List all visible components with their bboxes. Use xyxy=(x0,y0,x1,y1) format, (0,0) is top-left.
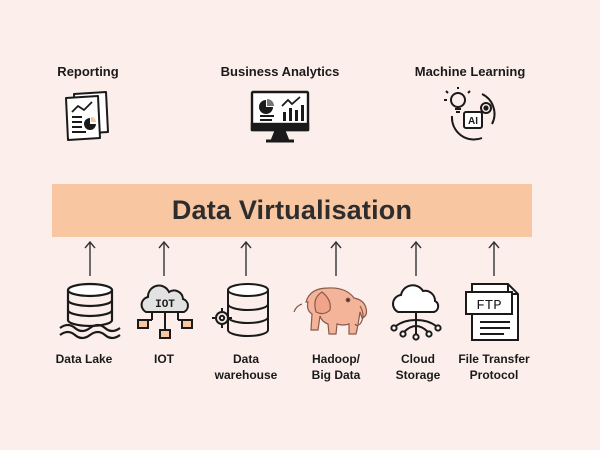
iot-badge-text: IOT xyxy=(155,299,175,311)
source-label-line: Data xyxy=(232,352,259,366)
source-label-data-lake: Data Lake xyxy=(29,351,139,367)
arrow-cloud-storage xyxy=(410,240,422,276)
source-label-data-warehouse: Data warehouse xyxy=(191,351,301,383)
source-label-line: Protocol xyxy=(469,368,519,382)
virtualisation-banner: Data Virtualisation xyxy=(52,184,532,237)
source-label-line: Data Lake xyxy=(55,352,113,366)
consumer-label-reporting: Reporting xyxy=(57,64,119,79)
arrow-data-warehouse xyxy=(240,240,252,276)
consumer-label-business-analytics: Business Analytics xyxy=(220,64,340,79)
source-label-iot: IOT xyxy=(109,351,219,367)
data-lake-icon xyxy=(59,282,121,340)
arrow-ftp xyxy=(488,240,500,276)
source-label-line: IOT xyxy=(154,352,174,366)
arrow-iot xyxy=(158,240,170,276)
consumer-label-machine-learning: Machine Learning xyxy=(414,64,526,79)
arrow-hadoop xyxy=(330,240,342,276)
source-label-ftp: File Transfer Protocol xyxy=(439,351,549,383)
source-label-line: Hadoop/ xyxy=(312,352,360,366)
hadoop-elephant-icon xyxy=(293,287,368,335)
source-label-line: warehouse xyxy=(214,368,278,382)
data-warehouse-icon xyxy=(212,283,269,337)
source-label-line: Big Data xyxy=(311,368,361,382)
ftp-badge-text: FTP xyxy=(476,298,501,314)
iot-cloud-icon: IOT xyxy=(137,284,193,339)
source-label-cloud-storage: Cloud Storage xyxy=(363,351,473,383)
source-label-line: Cloud xyxy=(401,352,435,366)
cloud-storage-icon xyxy=(390,284,442,341)
machine-learning-icon: AI xyxy=(444,87,496,141)
ai-badge-text: AI xyxy=(468,116,478,127)
ftp-document-icon: FTP xyxy=(465,283,519,341)
source-label-line: File Transfer xyxy=(458,352,530,366)
arrow-data-lake xyxy=(84,240,96,276)
analytics-monitor-icon xyxy=(250,90,310,143)
banner-title: Data Virtualisation xyxy=(171,195,413,225)
report-icon xyxy=(65,91,109,141)
source-label-hadoop: Hadoop/ Big Data xyxy=(281,351,391,383)
source-label-line: Storage xyxy=(395,368,441,382)
